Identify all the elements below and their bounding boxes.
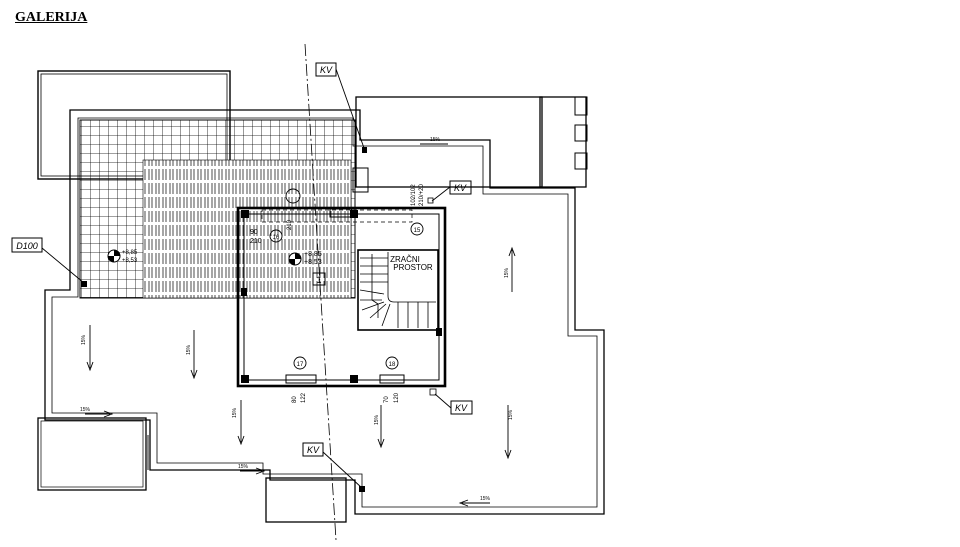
svg-text:102/102: 102/102 — [411, 184, 417, 206]
upper-right-block-end — [539, 96, 587, 188]
kv-tag-bottom: KV — [302, 442, 365, 492]
svg-text:80: 80 — [292, 396, 298, 403]
elevation-top: +8,85 — [304, 251, 322, 258]
svg-text:KV: KV — [320, 65, 333, 75]
svg-text:70: 70 — [384, 396, 390, 403]
svg-text:15: 15 — [414, 228, 421, 234]
svg-text:15%: 15% — [81, 334, 87, 345]
axis-line — [304, 43, 337, 541]
svg-text:D100: D100 — [16, 241, 38, 251]
room-number-box — [312, 272, 326, 286]
column — [241, 375, 249, 383]
svg-text:90: 90 — [250, 229, 258, 236]
lower-block — [265, 477, 347, 523]
elevation-marker-left: +8,85 +8,53 — [107, 249, 138, 264]
svg-text:16: 16 — [273, 235, 280, 241]
svg-text:15%: 15% — [80, 407, 91, 413]
svg-text:210: 210 — [250, 238, 262, 245]
drawing-title: GALERIJA — [15, 10, 88, 25]
column — [350, 375, 358, 383]
room-number: 1 — [316, 275, 321, 285]
svg-text:17: 17 — [297, 362, 304, 368]
svg-text:KV: KV — [454, 183, 467, 193]
dashed-extension — [261, 209, 413, 223]
svg-text:KV: KV — [455, 403, 468, 413]
svg-text:+8,53: +8,53 — [122, 258, 138, 264]
svg-text:210/+20: 210/+20 — [419, 183, 425, 206]
svg-text:KV: KV — [307, 445, 320, 455]
stair-treads — [359, 252, 436, 328]
upper-right-block — [355, 96, 543, 188]
svg-text:15%: 15% — [504, 267, 510, 278]
svg-text:+8,85: +8,85 — [122, 250, 138, 256]
lower-left-block — [37, 417, 147, 491]
elevation-marker: +8,85 +8,53 — [288, 251, 322, 266]
slope-arrows — [85, 143, 516, 507]
kv-tag-right: KV — [429, 388, 473, 415]
air-space-label-2: PROSTOR — [393, 263, 433, 272]
d100-tag: D100 — [11, 237, 87, 287]
terrace-outline — [44, 109, 605, 515]
svg-text:15%: 15% — [374, 414, 380, 425]
column — [436, 328, 442, 336]
air-space-label: ZRAČNI — [390, 255, 420, 264]
svg-text:18: 18 — [389, 362, 396, 368]
column — [350, 210, 358, 218]
svg-text:120: 120 — [394, 392, 400, 403]
svg-text:15%: 15% — [508, 409, 514, 420]
svg-text:15%: 15% — [480, 496, 491, 502]
staircase — [357, 249, 439, 331]
elevation-bottom: +8,53 — [304, 259, 322, 266]
svg-text:15%: 15% — [186, 344, 192, 355]
column — [241, 288, 247, 296]
svg-text:15%: 15% — [238, 464, 249, 470]
svg-text:15%: 15% — [430, 137, 441, 143]
kv-tag-top: KV — [315, 62, 367, 153]
svg-text:15%: 15% — [232, 407, 238, 418]
column — [241, 210, 249, 218]
svg-text:122: 122 — [301, 392, 307, 403]
gallery-room-outer — [236, 206, 447, 388]
svg-text:210: 210 — [287, 219, 293, 230]
kv-tag-right-top: KV — [427, 180, 472, 204]
